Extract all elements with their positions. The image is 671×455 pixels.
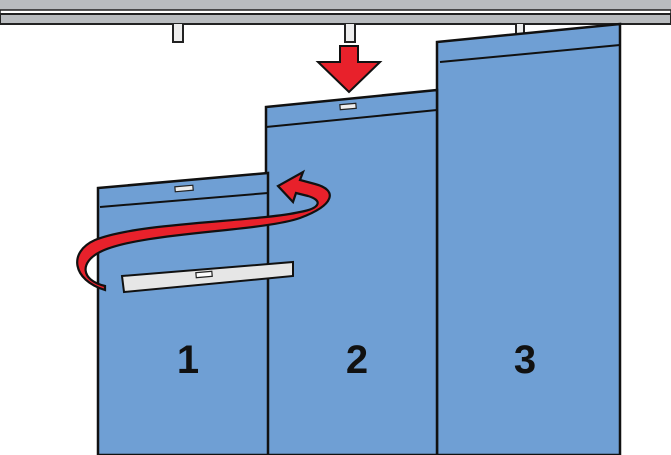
panel-3-label: 3 — [514, 338, 536, 382]
panel-1 — [96, 171, 270, 455]
curved-arrow-icon — [76, 169, 331, 292]
rail-hook-1 — [172, 24, 184, 43]
weight-bar — [120, 260, 294, 294]
rail-hook-2 — [344, 24, 356, 43]
panel-3 — [435, 22, 622, 455]
panel-1-label: 1 — [177, 338, 199, 382]
panel-2-label: 2 — [346, 338, 368, 382]
down-arrow-icon — [315, 45, 383, 94]
ceiling-rail — [0, 0, 671, 25]
